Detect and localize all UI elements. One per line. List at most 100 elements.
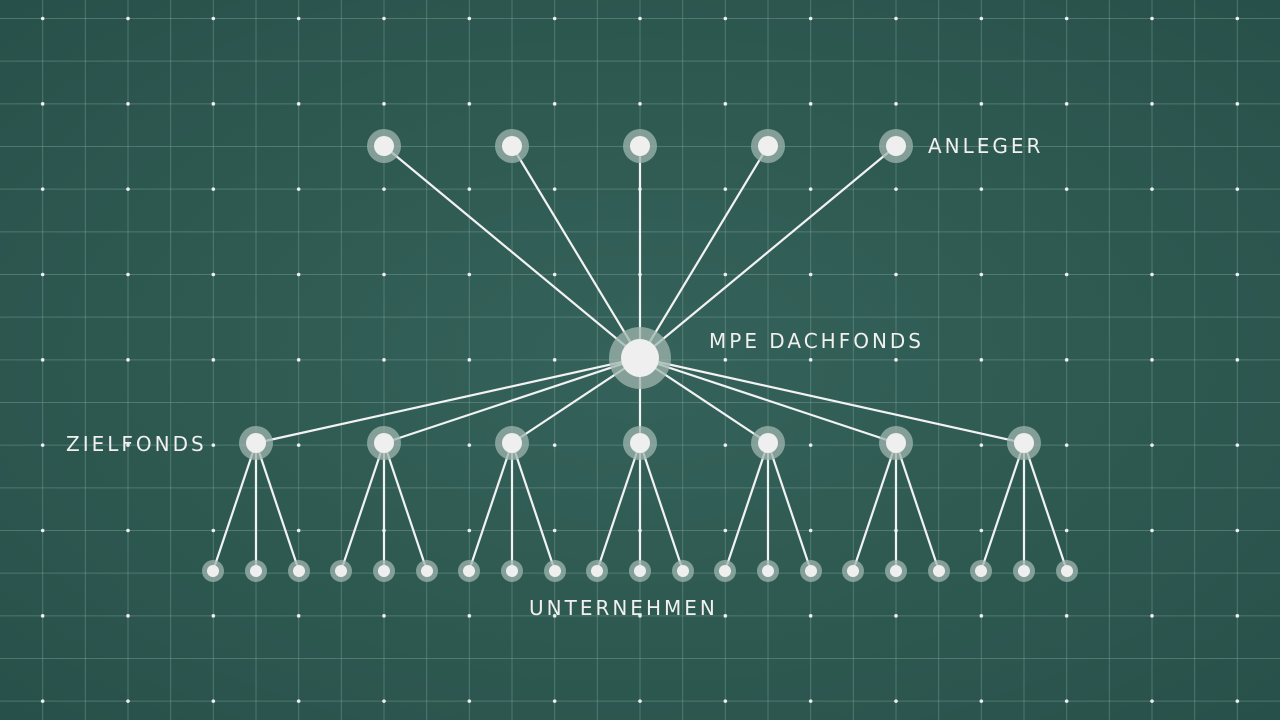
- company-node: [421, 565, 433, 577]
- grid-dot: [296, 358, 301, 362]
- company-node: [1018, 565, 1030, 577]
- grid-dot: [979, 358, 984, 362]
- grid-dot: [638, 699, 642, 703]
- grid-dot: [723, 102, 728, 106]
- edge-investor-fund: [639, 145, 897, 359]
- grid-dot: [552, 102, 557, 106]
- grid-dot: [808, 187, 813, 191]
- grid-dot: [1235, 102, 1240, 106]
- label-companies: UNTERNEHMEN: [529, 596, 718, 620]
- grid-dot: [638, 102, 642, 106]
- grid-dot: [40, 102, 45, 106]
- grid-dot: [723, 699, 728, 703]
- grid-dot: [126, 614, 130, 618]
- grid-dot: [808, 16, 813, 21]
- grid-dot: [40, 16, 45, 21]
- grid-dot: [467, 102, 472, 106]
- grid-dot: [1064, 528, 1069, 533]
- grid-dot: [979, 443, 984, 447]
- grid-dot: [723, 528, 728, 533]
- grid-dot: [552, 614, 557, 618]
- company-node: [250, 565, 262, 577]
- edge-targetfund-company: [894, 442, 941, 572]
- edge-targetfund-company: [467, 442, 514, 572]
- grid-dot: [40, 358, 45, 362]
- grid-dot: [467, 699, 472, 703]
- company-node: [719, 565, 731, 577]
- grid-dot: [1064, 16, 1069, 21]
- company-node: [847, 565, 859, 577]
- grid-dot: [1150, 16, 1154, 21]
- grid-dot: [296, 187, 301, 191]
- company-node: [634, 565, 646, 577]
- grid-dot: [1235, 272, 1240, 277]
- grid-dot: [894, 614, 898, 618]
- grid-dot: [467, 187, 472, 191]
- grid-dot: [211, 187, 216, 191]
- edge-targetfund-company: [211, 442, 258, 572]
- grid-dot: [211, 528, 216, 533]
- grid-dot: [382, 699, 386, 703]
- grid-dot: [382, 614, 386, 618]
- grid-dot: [638, 16, 642, 21]
- grid-dot: [723, 614, 728, 618]
- grid-dot: [1150, 102, 1154, 106]
- company-node: [762, 565, 774, 577]
- grid-dot: [552, 699, 557, 703]
- grid-dot: [40, 187, 45, 191]
- edge-targetfund-company: [851, 442, 898, 572]
- grid-dot: [296, 102, 301, 106]
- edge-investor-fund: [383, 145, 641, 359]
- grid-dot: [467, 528, 472, 533]
- grid-dot: [1150, 358, 1154, 362]
- edge-investor-fund: [511, 145, 641, 359]
- grid-dot: [467, 16, 472, 21]
- grid-dot: [979, 272, 984, 277]
- grid-dot: [296, 272, 301, 277]
- edge-targetfund-company: [595, 442, 642, 572]
- grid-dot: [382, 358, 386, 362]
- grid-dot: [1064, 102, 1069, 106]
- grid-dot: [40, 699, 45, 703]
- grid-dot: [126, 102, 130, 106]
- grid-dot: [979, 528, 984, 533]
- grid-dot: [1150, 614, 1154, 618]
- grid-dot: [723, 187, 728, 191]
- target-fund-node: [246, 433, 266, 453]
- grid-dot: [126, 187, 130, 191]
- target-fund-node: [758, 433, 778, 453]
- grid-dot: [552, 443, 557, 447]
- grid-dot: [1235, 699, 1240, 703]
- grid-dot: [1064, 443, 1069, 447]
- investor-node: [758, 136, 778, 156]
- grid-dot: [894, 272, 898, 277]
- grid-dot: [1235, 528, 1240, 533]
- grid-dot: [1064, 358, 1069, 362]
- grid-dot: [382, 16, 386, 21]
- grid-dot: [211, 102, 216, 106]
- label-investors: ANLEGER: [928, 134, 1044, 158]
- grid-dot: [467, 358, 472, 362]
- grid-dot: [1064, 699, 1069, 703]
- company-node: [975, 565, 987, 577]
- grid-dot: [979, 187, 984, 191]
- investor-node: [502, 136, 522, 156]
- grid-dot: [126, 443, 130, 447]
- edge-targetfund-company: [254, 442, 301, 572]
- grid-dot: [1150, 187, 1154, 191]
- grid-dot: [638, 614, 642, 618]
- grid-dot: [894, 187, 898, 191]
- grid-dot: [211, 358, 216, 362]
- grid-dot: [979, 699, 984, 703]
- fund-of-funds-node: [621, 339, 659, 377]
- target-fund-node: [886, 433, 906, 453]
- grid-dot: [723, 16, 728, 21]
- label-target-funds: ZIELFONDS: [66, 432, 207, 456]
- target-fund-node: [374, 433, 394, 453]
- company-node: [805, 565, 817, 577]
- grid-dot: [808, 443, 813, 447]
- grid-dot: [1150, 528, 1154, 533]
- investor-node: [886, 136, 906, 156]
- grid-dot: [40, 614, 45, 618]
- grid-dot: [1235, 187, 1240, 191]
